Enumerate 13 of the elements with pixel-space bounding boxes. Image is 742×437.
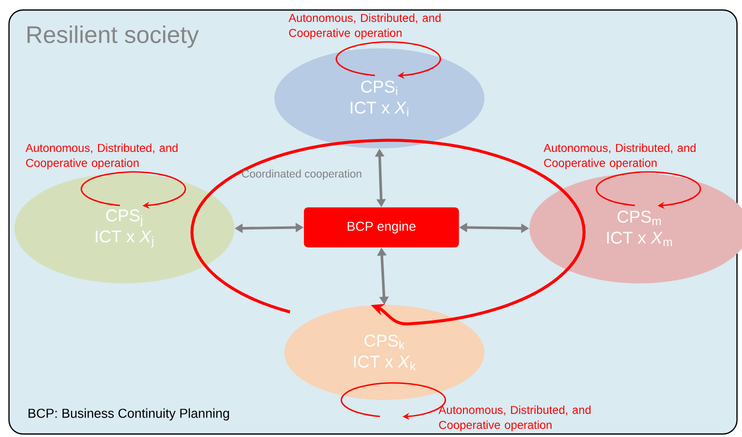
heading: Resilient society	[28, 26, 199, 48]
loop-arrow	[80, 171, 186, 209]
cycle-arrow	[190, 138, 586, 326]
edge-label: Coordinated cooperation	[242, 170, 362, 180]
operation-note: Autonomous, Distributed, and Cooperative operation	[288, 14, 441, 40]
loop-arrow	[336, 41, 441, 79]
note: BCP: Business Continuity Planning	[28, 408, 229, 420]
operation-note: Autonomous, Distributed, and Cooperative operation	[26, 144, 178, 170]
loop-arrow	[340, 382, 446, 420]
operation-note: Autonomous, Distributed, and Cooperative operation	[438, 406, 591, 432]
loop-arrow	[596, 171, 701, 209]
operation-note: Autonomous, Distributed, and Cooperative operation	[544, 144, 696, 170]
engine-box: BCP engine	[304, 207, 459, 248]
